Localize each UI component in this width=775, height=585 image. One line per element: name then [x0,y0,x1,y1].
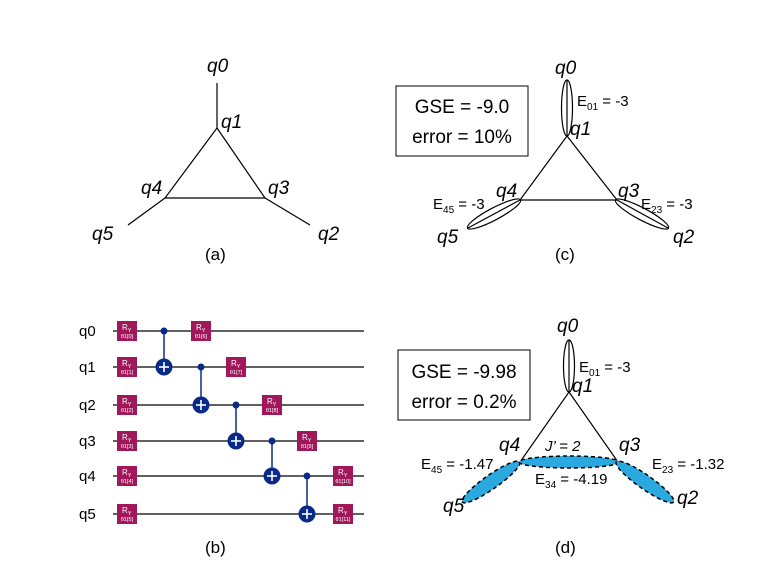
panel-a: q0 q1 q3 q4 q5 q2 (a) [92,56,340,264]
svg-text:RY: RY [122,359,132,370]
node-label-q5-d: q5 [443,496,465,517]
svg-text:θ1[0]: θ1[0] [121,334,134,340]
svg-text:θ1[9]: θ1[9] [301,444,314,450]
svg-text:θ1[1]: θ1[1] [121,370,134,376]
wire-label-q2: q2 [79,397,96,414]
edge-energy-e01-d: E01 = -3 [579,359,631,379]
panel-b: (b) q0q1q2q3q4q5RYθ1[0]RYθ1[1]RYθ1[2]RYθ… [79,321,364,557]
svg-text:θ1[7]: θ1[7] [230,370,243,376]
node-label-q2-d: q2 [677,488,699,509]
svg-text:RY: RY [122,433,132,444]
edge-q3-q2 [264,197,311,226]
node-label-q5: q5 [92,224,114,245]
node-label-q4-c: q4 [496,181,517,202]
edge-energy-e45-d: E45 = -1.47 [421,456,493,476]
edge-q3-q2-c [616,199,669,229]
svg-text:RY: RY [231,359,241,370]
node-label-q4: q4 [141,178,162,199]
wire-label-q3: q3 [79,433,96,450]
cnot-gate [227,401,245,450]
node-label-q0-d: q0 [557,316,579,337]
node-label-q2-c: q2 [673,227,695,248]
wire-label-q1: q1 [79,359,96,376]
node-label-q5-c: q5 [437,227,459,248]
wire-label-q5: q5 [79,506,96,523]
node-label-q0-c: q0 [555,58,577,79]
svg-text:θ1[11]: θ1[11] [336,517,351,523]
node-label-q0: q0 [207,56,229,77]
caption-c: (c) [555,245,575,264]
edge-q4-q5-c [467,199,521,229]
wire-label-q4: q4 [79,468,96,485]
edge-energy-e23-d: E23 = -1.32 [652,456,724,476]
svg-text:θ1[8]: θ1[8] [266,408,279,414]
edge-energy-e01-c: E01 = -3 [577,93,629,113]
wire-label-q0: q0 [79,323,96,340]
triangle-c [518,135,619,201]
bond-q4-q5-c [466,198,522,230]
error-value-c: error = 10% [412,127,512,148]
bond-q3-q2-c [614,198,670,230]
svg-text:θ1[6]: θ1[6] [195,334,208,340]
svg-text:RY: RY [338,468,348,479]
cnot-gate [298,472,316,523]
edge-energy-e34-d: E34 = -4.19 [535,471,607,491]
svg-text:RY: RY [302,433,312,444]
cnot-gate [155,327,173,376]
node-label-q3: q3 [268,178,290,199]
svg-text:RY: RY [122,468,132,479]
gse-value-c: GSE = -9.0 [415,97,510,118]
svg-text:RY: RY [338,506,348,517]
gse-box-c [395,85,529,157]
svg-text:RY: RY [122,506,132,517]
svg-text:θ1[3]: θ1[3] [121,444,134,450]
node-label-q1-d: q1 [572,376,593,397]
node-label-q2: q2 [318,224,340,245]
svg-text:RY: RY [122,323,132,334]
edge-q4-q5 [127,197,166,226]
svg-text:RY: RY [196,323,206,334]
node-label-q3-d: q3 [619,435,641,456]
svg-text:θ1[4]: θ1[4] [121,479,134,485]
edge-energy-e45-c: E45 = -3 [433,196,485,216]
cnot-gate [192,363,210,414]
svg-text:θ1[5]: θ1[5] [121,517,134,523]
gse-box-d [397,349,531,421]
bond-q3-q4-d [518,455,620,469]
error-value-d: error = 0.2% [411,392,516,413]
svg-text:θ1[2]: θ1[2] [121,408,134,414]
panel-d: GSE = -9.98 error = 0.2% q0 q1 q4 q3 q5 … [397,316,724,557]
caption-a: (a) [205,245,226,264]
node-label-q1-c: q1 [570,119,591,140]
svg-text:RY: RY [267,397,277,408]
triangle-q1-q3-q4 [163,126,267,199]
edge-energy-e23-c: E23 = -3 [641,196,693,216]
node-label-q3-c: q3 [618,181,640,202]
gse-value-d: GSE = -9.98 [411,362,516,383]
caption-d: (d) [555,538,576,557]
svg-text:RY: RY [122,397,132,408]
cnot-gate [263,437,281,485]
caption-b: (b) [205,538,226,557]
node-label-q4-d: q4 [499,435,520,456]
panel-c: GSE = -9.0 error = 10% q0 q1 q3 q4 q5 q2… [395,58,695,264]
node-label-q1: q1 [221,112,242,133]
coupling-label-d: J’ = 2 [544,438,581,455]
bond-q3-q2-d [615,460,675,504]
svg-text:θ1[10]: θ1[10] [335,479,351,485]
